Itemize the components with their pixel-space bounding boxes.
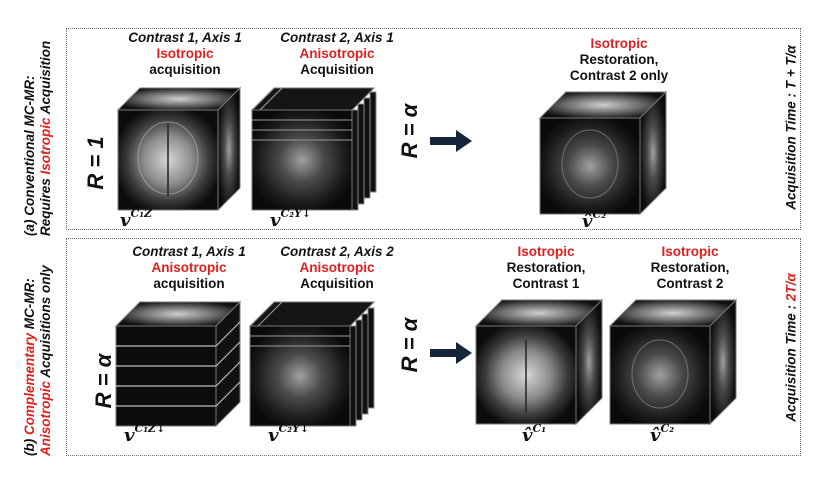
- panel-b-col2-line2: Anisotropic: [299, 260, 375, 275]
- panel-a-col2-line2: Anisotropic: [299, 46, 375, 61]
- panel-b-col4-line3: Contrast 2: [656, 276, 724, 291]
- panel-b-col1-line3: acquisition: [153, 276, 225, 291]
- panel-b-col3-symbol: v̂C₁: [522, 422, 547, 446]
- panel-b-side-label-line1: (b) Complementary MC-MR:: [22, 278, 37, 456]
- panel-a-col3-line1: Isotropic: [590, 36, 648, 51]
- panel-b-col3-label: Isotropic Restoration, Contrast 1: [486, 244, 606, 292]
- panel-b-r-left: R = α: [91, 353, 116, 409]
- panel-b-col1-symbol: vC₁Z↓: [124, 422, 166, 446]
- panel-b-col4-line1: Isotropic: [661, 244, 719, 259]
- panel-b-side-label: (b) Complementary MC-MR: Anisotropic Acq…: [22, 256, 54, 456]
- panel-a-col1-label: Contrast 1, Axis 1 Isotropic acquisition: [110, 30, 260, 78]
- cube-a-contrast1-isotropic: [116, 86, 242, 212]
- panel-a-side-label-line1: (a) Conventional MC-MR:: [22, 75, 37, 236]
- panel-a-col3-label: Isotropic Restoration, Contrast 2 only: [544, 36, 694, 84]
- panel-a-col2-line1: Contrast 2, Axis 1: [280, 30, 394, 45]
- panel-a-col2-label: Contrast 2, Axis 1 Anisotropic Acquisiti…: [262, 30, 412, 78]
- panel-b-r-right: R = α: [397, 317, 422, 373]
- panel-b-col2-label: Contrast 2, Axis 2 Anisotropic Acquisiti…: [262, 244, 412, 292]
- panel-a-col2-line3: Acquisition: [300, 62, 374, 77]
- panel-b-arrow: [430, 342, 472, 364]
- cube-a-restored-contrast2: [538, 90, 668, 216]
- panel-a-side-label: (a) Conventional MC-MR: Requires Isotrop…: [22, 36, 54, 236]
- panel-b: [66, 238, 801, 456]
- panel-a-col1-line1: Contrast 1, Axis 1: [128, 30, 242, 45]
- panel-b-col3-line3: Contrast 1: [512, 276, 580, 291]
- cube-b-contrast2-anisotropic: [248, 301, 376, 427]
- panel-a-col2-symbol: vC₂Y↓: [270, 207, 312, 231]
- panel-b-col2-line1: Contrast 2, Axis 2: [280, 244, 394, 259]
- panel-b-col4-line2: Restoration,: [650, 260, 730, 275]
- panel-b-col1-label: Contrast 1, Axis 1 Anisotropic acquisiti…: [114, 244, 264, 292]
- panel-a-col3-line3: Contrast 2 only: [569, 68, 669, 83]
- panel-b-side-label-line2: Anisotropic Acquisitions only: [38, 265, 53, 456]
- panel-a-acquisition-time: Acquisition Time : T + T/α: [783, 45, 799, 210]
- panel-a-col1-symbol: vC₁Z: [120, 207, 153, 231]
- panel-b-acquisition-time: Acquisition Time : 2T/α: [783, 273, 799, 422]
- panel-a-col3-line2: Restoration,: [579, 52, 659, 67]
- panel-b-col2-symbol: vC₂Y↓: [268, 422, 310, 446]
- cube-b-contrast1-anisotropic: [114, 300, 242, 428]
- panel-a: [66, 28, 801, 230]
- panel-b-col4-symbol: v̂C₂: [650, 422, 675, 446]
- panel-a-r-right: R = α: [397, 103, 422, 159]
- panel-b-col2-line3: Acquisition: [300, 276, 374, 291]
- panel-b-col3-line1: Isotropic: [517, 244, 575, 259]
- panel-b-col1-line2: Anisotropic: [151, 260, 227, 275]
- panel-a-col1-line2: Isotropic: [156, 46, 214, 61]
- panel-a-col3-symbol: v̂C₂: [582, 208, 607, 232]
- panel-a-arrow: [430, 130, 472, 152]
- panel-a-r-left: R = 1: [83, 136, 108, 190]
- panel-b-col1-line1: Contrast 1, Axis 1: [132, 244, 246, 259]
- cube-b-restored-contrast2: [608, 298, 738, 426]
- cube-b-restored-contrast1: [474, 298, 604, 426]
- panel-a-side-label-line2: Requires Isotropic Acquisition: [38, 40, 53, 236]
- cube-a-contrast2-anisotropic: [250, 87, 377, 211]
- panel-b-col4-label: Isotropic Restoration, Contrast 2: [630, 244, 750, 292]
- panel-a-col1-line3: acquisition: [149, 62, 221, 77]
- panel-b-col3-line2: Restoration,: [506, 260, 586, 275]
